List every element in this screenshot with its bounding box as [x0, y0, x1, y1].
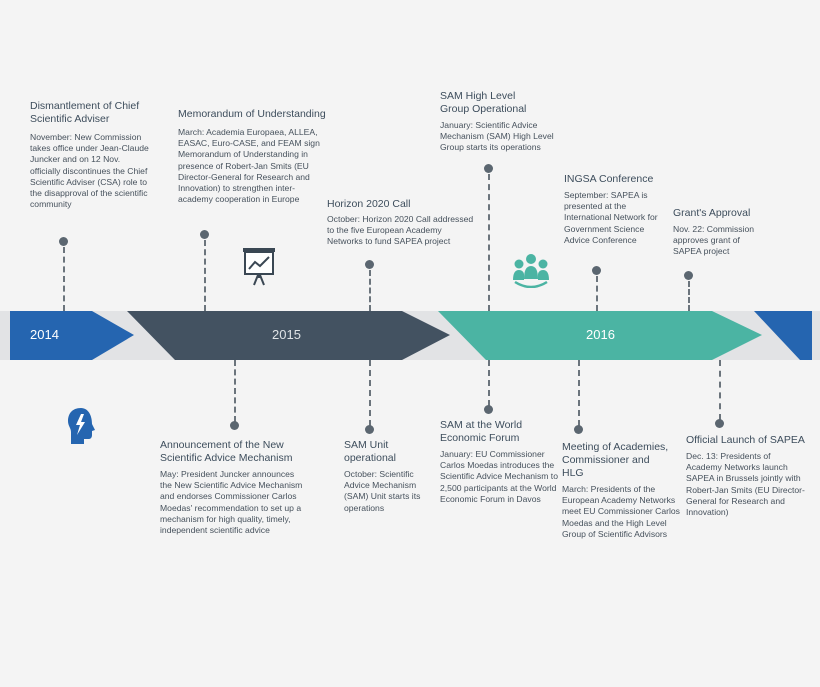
event-csa: Dismantlement of Chief Scientific Advise…: [30, 100, 150, 210]
people-group-icon: [513, 254, 549, 288]
event-title: SAM High Level Group Operational: [440, 90, 527, 115]
marker-ingsa: [592, 266, 601, 275]
event-launch: Official Launch of SAPEA Dec. 13: Presid…: [686, 434, 808, 518]
connector-launch: [719, 360, 721, 420]
event-h2020: Horizon 2020 Call October: Horizon 2020 …: [327, 198, 477, 248]
event-title: Grant's Approval: [673, 207, 751, 219]
connector-samunit: [369, 360, 371, 426]
year-2015-label: 2015: [272, 327, 301, 342]
connector-ingsa: [596, 276, 598, 311]
event-description: January: Scientific Advice Mechanism (SA…: [440, 120, 554, 153]
marker-announce: [230, 421, 239, 430]
segment-2016: [438, 311, 762, 360]
marker-grant: [684, 271, 693, 280]
event-mou: Memorandum of Understanding March: Acade…: [178, 108, 326, 205]
presentation-board-icon: [243, 248, 275, 286]
event-title: Horizon 2020 Call: [327, 198, 411, 210]
segment-2017: [754, 311, 812, 360]
connector-grant: [688, 281, 690, 311]
marker-launch: [715, 419, 724, 428]
event-ingsa: INGSA Conference September: SAPEA is pre…: [564, 173, 669, 246]
year-2014-label: 2014: [30, 327, 59, 342]
event-title: Memorandum of Understanding: [178, 108, 326, 120]
event-title: Official Launch of SAPEA: [686, 434, 805, 446]
event-description: March: Presidents of the European Academ…: [562, 484, 680, 539]
event-description: October: Horizon 2020 Call addressed to …: [327, 214, 474, 247]
event-title: Announcement of the New Scientific Advic…: [160, 439, 293, 464]
event-samhlg: SAM High Level Group Operational January…: [440, 90, 560, 154]
event-title: Dismantlement of Chief Scientific Advise…: [30, 100, 140, 125]
event-description: January: EU Commissioner Carlos Moedas i…: [440, 449, 558, 504]
head-lightning-icon: [68, 408, 95, 444]
marker-mou: [200, 230, 209, 239]
event-title: SAM at the World Economic Forum: [440, 419, 523, 444]
event-meeting: Meeting of Academies, Commissioner and H…: [562, 441, 684, 540]
connector-csa: [63, 247, 65, 311]
event-description: September: SAPEA is presented at the Int…: [564, 190, 658, 245]
event-title: SAM Unit operational: [344, 439, 396, 464]
connector-samhlg: [488, 174, 490, 311]
event-title: INGSA Conference: [564, 173, 654, 185]
event-description: Nov. 22: Commission approves grant of SA…: [673, 224, 755, 257]
event-samunit: SAM Unit operational October: Scientific…: [344, 439, 426, 514]
marker-meeting: [574, 425, 583, 434]
connector-mou: [204, 240, 206, 311]
connector-meeting: [578, 360, 580, 426]
event-wef: SAM at the World Economic Forum January:…: [440, 419, 558, 505]
segment-2015: [127, 311, 450, 360]
connector-h2020: [369, 270, 371, 311]
event-title: Meeting of Academies, Commissioner and H…: [562, 441, 669, 479]
year-2016-label: 2016: [586, 327, 615, 342]
event-description: March: Academia Europaea, ALLEA, EASAC, …: [178, 127, 320, 205]
event-description: Dec. 13: Presidents of Academy Networks …: [686, 451, 805, 518]
marker-csa: [59, 237, 68, 246]
marker-samhlg: [484, 164, 493, 173]
event-description: May: President Juncker announces the New…: [160, 469, 303, 536]
marker-samunit: [365, 425, 374, 434]
event-grant: Grant's Approval Nov. 22: Commission app…: [673, 207, 769, 258]
connector-wef: [488, 360, 490, 406]
segment-2014: [10, 311, 134, 360]
connector-announce: [234, 360, 236, 422]
event-description: October: Scientific Advice Mechanism (SA…: [344, 469, 421, 513]
marker-h2020: [365, 260, 374, 269]
marker-wef: [484, 405, 493, 414]
event-announce: Announcement of the New Scientific Advic…: [160, 439, 308, 536]
event-description: November: New Commission takes office un…: [30, 132, 149, 210]
